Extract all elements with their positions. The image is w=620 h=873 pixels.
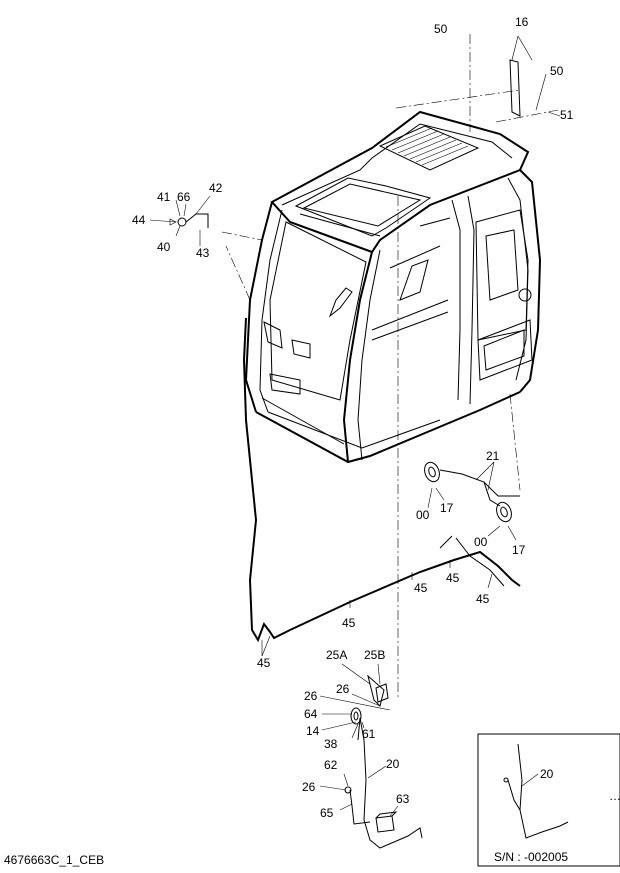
label-26-b: 26 [336,682,350,696]
label-26-c: 26 [302,780,316,794]
label-20: 20 [386,757,400,771]
label-45-d: 45 [342,616,356,630]
label-65: 65 [320,806,334,820]
label-21: 21 [486,449,500,463]
inset-serial: S/N : -002005 [494,850,568,864]
label-45-b: 45 [414,581,428,595]
label-41: 41 [157,190,171,204]
drawing-code: 4676663C_1_CEB [4,853,105,867]
label-17: 17 [440,501,454,515]
label-25A: 25A [326,648,347,662]
inset-detail-box: … [477,733,620,867]
label-40: 40 [157,240,171,254]
cab-frame [221,34,559,700]
label-14: 14 [306,724,320,738]
label-62: 62 [324,758,338,772]
label-61: 61 [362,727,376,741]
label-50-right: 50 [550,64,564,78]
label-16: 16 [515,15,529,29]
clip-assembly-40-44 [149,195,211,246]
label-50: 50 [434,22,448,36]
label-43: 43 [196,246,210,260]
label-63: 63 [396,792,410,806]
label-38: 38 [324,737,338,751]
label-00: 00 [416,508,430,522]
label-45-c: 45 [476,592,490,606]
label-42: 42 [209,181,223,195]
connector-assembly-62-65 [319,773,399,833]
label-00-second: 00 [474,535,488,549]
switch-assembly-25-61 [319,663,423,849]
label-51: 51 [560,108,574,122]
label-25B: 25B [364,648,385,662]
svg-text:…: … [609,789,620,803]
harness-45 [225,245,521,657]
label-66: 66 [177,190,191,204]
label-26-a: 26 [304,689,318,703]
bracket-16 [509,35,561,117]
label-45-e: 45 [257,656,271,670]
label-17-second: 17 [512,543,526,557]
label-44: 44 [132,213,146,227]
inset-label-20: 20 [540,767,554,781]
speaker-assembly-17-21 [424,461,520,541]
label-64: 64 [304,707,318,721]
part-labels: 50 16 50 51 41 66 42 44 40 43 21 17 00 0… [132,15,574,864]
label-45-a: 45 [446,571,460,585]
